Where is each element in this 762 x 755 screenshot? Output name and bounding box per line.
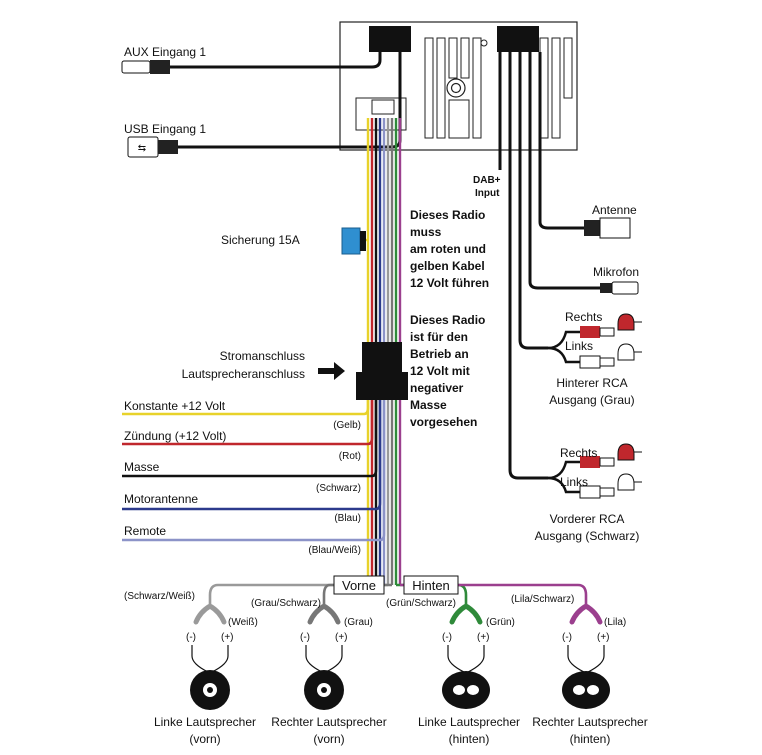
fuse-label: Sicherung 15A (221, 233, 300, 247)
wire-color-red: (Rot) (339, 451, 361, 462)
speaker1-name-1: Linke Lautsprecher (154, 715, 256, 729)
speaker-leads (191, 645, 605, 673)
svg-text:(+): (+) (221, 632, 234, 643)
svg-text:Hinten: Hinten (412, 578, 450, 593)
wire-color-blue-white: (Blau/Weiß) (308, 545, 361, 556)
svg-text:gelben Kabel: gelben Kabel (410, 259, 485, 273)
voltage-note: Dieses Radio muss am roten und gelben Ka… (410, 208, 489, 290)
front-rca-title-2: Ausgang (Schwarz) (535, 529, 640, 543)
svg-text:12 Volt mit: 12 Volt mit (410, 364, 470, 378)
mic-plug (600, 281, 639, 295)
front-rca-left-label: Links (560, 475, 588, 489)
output-cables (498, 52, 600, 480)
rear-group-label: Hinten (403, 575, 459, 595)
svg-text:Dieses Radio: Dieses Radio (410, 208, 485, 222)
svg-text:(+): (+) (335, 632, 348, 643)
speaker3-neg-label: (Grün/Schwarz) (386, 598, 456, 609)
rear-rca-right-label: Rechts (565, 310, 602, 324)
svg-text:am roten und: am roten und (410, 242, 486, 256)
aux-cable (121, 52, 382, 74)
fuse (341, 227, 368, 255)
rear-rca-title-2: Ausgang (Grau) (549, 393, 634, 407)
wire-label-constant: Konstante +12 Volt (124, 399, 226, 413)
antenna-plug (584, 217, 631, 239)
speaker-rear-right (562, 671, 610, 709)
svg-text:Vorne: Vorne (342, 578, 376, 593)
svg-text:(-): (-) (186, 632, 196, 643)
wire-label-antenna: Motorantenne (124, 492, 198, 506)
connector-label-1: Stromanschluss (220, 349, 305, 363)
speaker-front-right (304, 670, 344, 710)
speaker2-name-1: Rechter Lautsprecher (271, 715, 386, 729)
front-group-label: Vorne (333, 575, 385, 595)
wire-color-yellow: (Gelb) (333, 420, 361, 431)
svg-text:Betrieb an: Betrieb an (410, 347, 469, 361)
left-connector (369, 26, 411, 52)
speaker4-name-1: Rechter Lautsprecher (532, 715, 647, 729)
svg-text:(-): (-) (300, 632, 310, 643)
usb-input-label: USB Eingang 1 (124, 122, 206, 136)
speaker1-neg-label: (Schwarz/Weiß) (124, 591, 195, 602)
rear-rca-title-1: Hinterer RCA (556, 376, 627, 390)
antenna-label: Antenne (592, 203, 637, 217)
speaker3-name-1: Linke Lautsprecher (418, 715, 520, 729)
wire-color-blue: (Blau) (334, 513, 361, 524)
svg-text:Dieses Radio: Dieses Radio (410, 313, 485, 327)
svg-text:Masse: Masse (410, 398, 447, 412)
svg-text:(-): (-) (562, 632, 572, 643)
speaker-front-left (190, 670, 230, 710)
front-rca-right-label: Rechts (560, 446, 597, 460)
aux-input-label: AUX Eingang 1 (124, 45, 206, 59)
speaker4-neg-label: (Lila/Schwarz) (511, 594, 574, 605)
speaker2-name-2: (vorn) (313, 732, 344, 746)
speaker2-neg-label: (Grau/Schwarz) (251, 598, 321, 609)
right-connector (497, 26, 539, 52)
speaker2-pos-label: (Grau) (344, 617, 373, 628)
speaker-forks (193, 603, 603, 625)
svg-text:⇆: ⇆ (138, 143, 146, 154)
svg-text:(+): (+) (477, 632, 490, 643)
svg-text:(+): (+) (597, 632, 610, 643)
speaker1-pos-label: (Weiß) (228, 617, 258, 628)
speaker1-name-2: (vorn) (189, 732, 220, 746)
mic-label: Mikrofon (593, 265, 639, 279)
front-rca-plugs (547, 443, 642, 499)
dab-input-label-2: Input (475, 188, 500, 199)
svg-text:negativer: negativer (410, 381, 464, 395)
wire-label-remote: Remote (124, 524, 166, 538)
svg-text:muss: muss (410, 225, 442, 239)
dab-input-label-1: DAB+ (473, 175, 501, 186)
svg-text:12 Volt führen: 12 Volt führen (410, 276, 489, 290)
speaker4-pos-label: (Lila) (604, 617, 626, 628)
power-wires (122, 400, 386, 542)
speaker-rear-left (442, 671, 490, 709)
svg-text:ist für den: ist für den (410, 330, 468, 344)
svg-text:(-): (-) (442, 632, 452, 643)
speaker4-name-2: (hinten) (570, 732, 611, 746)
rear-rca-plugs (547, 313, 642, 369)
wire-label-ground: Masse (124, 460, 160, 474)
polarity-marks: (-) (+) (-) (+) (-) (+) (-) (+) (186, 632, 610, 643)
front-rca-title-1: Vorderer RCA (550, 512, 625, 526)
harness-connector (318, 342, 408, 400)
connector-label-2: Lautsprecheranschluss (182, 367, 305, 381)
speaker-wires (208, 583, 588, 606)
wire-color-black: (Schwarz) (316, 483, 361, 494)
wire-label-ignition: Zündung (+12 Volt) (124, 429, 226, 443)
ground-note: Dieses Radio ist für den Betrieb an 12 V… (410, 313, 485, 429)
speaker3-pos-label: (Grün) (486, 617, 515, 628)
rear-rca-left-label: Links (565, 339, 593, 353)
svg-text:vorgesehen: vorgesehen (410, 415, 477, 429)
speaker3-name-2: (hinten) (449, 732, 490, 746)
